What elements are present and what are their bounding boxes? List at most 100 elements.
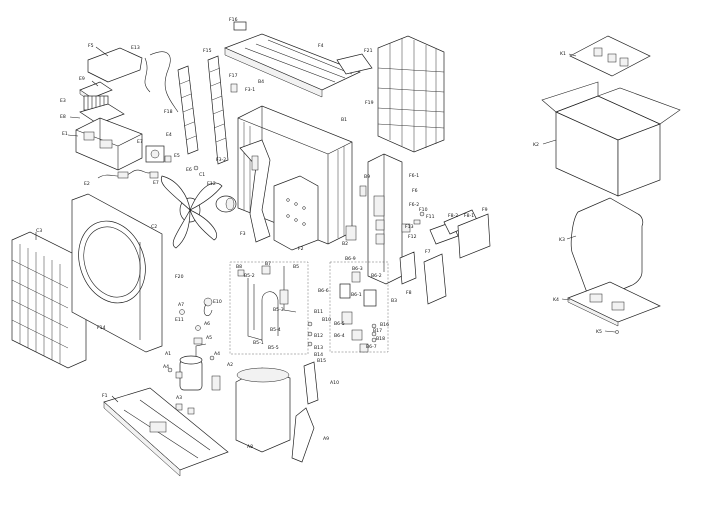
cover-bag-k3 <box>570 197 644 299</box>
sound-jacket-a8 <box>235 367 291 453</box>
label-f19: F19 <box>365 100 374 106</box>
label-a10: A10 <box>330 380 339 386</box>
label-b14: B14 <box>314 352 323 358</box>
label-b5-5: B5-5 <box>268 345 279 351</box>
label-a7: A7 <box>178 302 184 308</box>
label-b7: B7 <box>265 261 271 267</box>
label-f1: F1 <box>102 393 108 399</box>
label-c3: C3 <box>36 228 42 234</box>
valve-b6-4 <box>351 329 363 341</box>
part-b9 <box>359 185 367 197</box>
part-a9 <box>291 407 315 463</box>
label-b1: B1 <box>341 117 347 123</box>
piping-group-b5 <box>229 261 309 355</box>
front-grille-c3 <box>11 231 87 369</box>
label-a6: A6 <box>204 321 210 327</box>
label-f2: F2 <box>298 246 304 252</box>
plate-f21 <box>336 53 373 75</box>
label-e7-b: E7 <box>153 180 159 186</box>
label-e2: E2 <box>84 181 90 187</box>
label-b10: B10 <box>322 317 331 323</box>
valve-group-b6 <box>329 261 389 353</box>
label-f13: F13 <box>405 224 414 230</box>
label-b9: B9 <box>364 174 370 180</box>
label-f6-2: F6-2 <box>409 202 419 208</box>
label-f18: F18 <box>164 109 173 115</box>
label-f8-1: F8-1 <box>464 213 474 219</box>
part-e5 <box>164 155 172 163</box>
label-b6-6: B6-6 <box>318 288 329 294</box>
label-b5-3: B5-3 <box>273 307 284 313</box>
valve-b6-7 <box>359 343 369 353</box>
label-b4: B4 <box>258 79 264 85</box>
part-f13 <box>413 219 421 225</box>
part-a5 <box>193 337 203 345</box>
fan-bracket-f3 <box>239 139 271 243</box>
label-e3: E3 <box>60 98 66 104</box>
label-b12: B12 <box>314 333 323 339</box>
label-f6-1: F6-1 <box>409 173 419 179</box>
grid-f18 <box>177 65 199 155</box>
label-e12: E12 <box>207 181 216 187</box>
label-b3: B3 <box>391 298 397 304</box>
label-f9: F9 <box>482 207 488 213</box>
label-e8: E8 <box>60 114 66 120</box>
valve-b6-1 <box>341 311 353 325</box>
label-k1: K1 <box>560 51 566 57</box>
label-e9: E9 <box>79 76 85 82</box>
part-a6 <box>195 325 201 331</box>
label-b5-4: B5-4 <box>270 327 281 333</box>
condenser-coil-b1 <box>237 105 353 245</box>
label-a9: A9 <box>323 436 329 442</box>
valve-b6-9 <box>351 271 361 283</box>
partition-f2 <box>273 175 319 251</box>
label-f6: F6 <box>412 188 418 194</box>
label-a3: A3 <box>176 395 182 401</box>
label-f8-2: F8-2 <box>448 213 458 219</box>
label-e6: E6 <box>186 167 192 173</box>
plate-f9 <box>457 213 491 259</box>
cover-f5 <box>87 47 143 83</box>
label-b5-2: B5-2 <box>244 273 255 279</box>
leader-lines <box>35 46 616 403</box>
valve-b6-3 <box>339 283 351 299</box>
rear-guard-f19 <box>377 35 445 153</box>
label-b6-7: B6-7 <box>366 344 377 350</box>
part-b7 <box>261 265 271 275</box>
top-panel-f4 <box>224 21 361 98</box>
part-a2 <box>211 375 221 391</box>
part-a3 <box>175 403 183 411</box>
label-f15: F15 <box>203 48 212 54</box>
label-c2: C2 <box>151 224 157 230</box>
label-a1: A1 <box>165 351 171 357</box>
cover-f7 <box>423 253 447 305</box>
label-b17: B17 <box>373 328 382 334</box>
label-f11: F11 <box>426 214 435 220</box>
f16-clip <box>233 21 247 31</box>
bolt-a4 <box>209 355 215 361</box>
label-f21: F21 <box>364 48 373 54</box>
label-k2: K2 <box>533 142 539 148</box>
label-b6-4: B6-4 <box>334 333 345 339</box>
label-b6-1: B6-1 <box>351 292 362 298</box>
pipe-b5-1 <box>247 278 279 341</box>
part-a7 <box>179 309 185 315</box>
packing-top-k1 <box>569 35 651 77</box>
label-e1: E1 <box>62 131 68 137</box>
part-f17 <box>230 83 238 93</box>
label-c1: C1 <box>199 172 205 178</box>
label-a4-a: A4 <box>214 351 220 357</box>
side-panel-f6 <box>367 153 403 285</box>
part-e7 <box>149 171 159 179</box>
label-b6-2: B6-2 <box>371 273 382 279</box>
label-e10: E10 <box>213 299 222 305</box>
cover-f8 <box>399 251 417 285</box>
part-e9-coil <box>203 297 213 307</box>
label-f3-2: F3-2 <box>216 157 226 163</box>
fan-motor-e12 <box>215 195 237 213</box>
label-f14: F14 <box>97 325 106 331</box>
label-f17: F17 <box>229 73 238 79</box>
part-e6 <box>193 165 199 171</box>
bolt-a4-b <box>167 367 173 373</box>
part-labels: F16 F4 F5 E13 F15 F21 E9 F17 B4 F3-1 F19… <box>36 17 602 450</box>
